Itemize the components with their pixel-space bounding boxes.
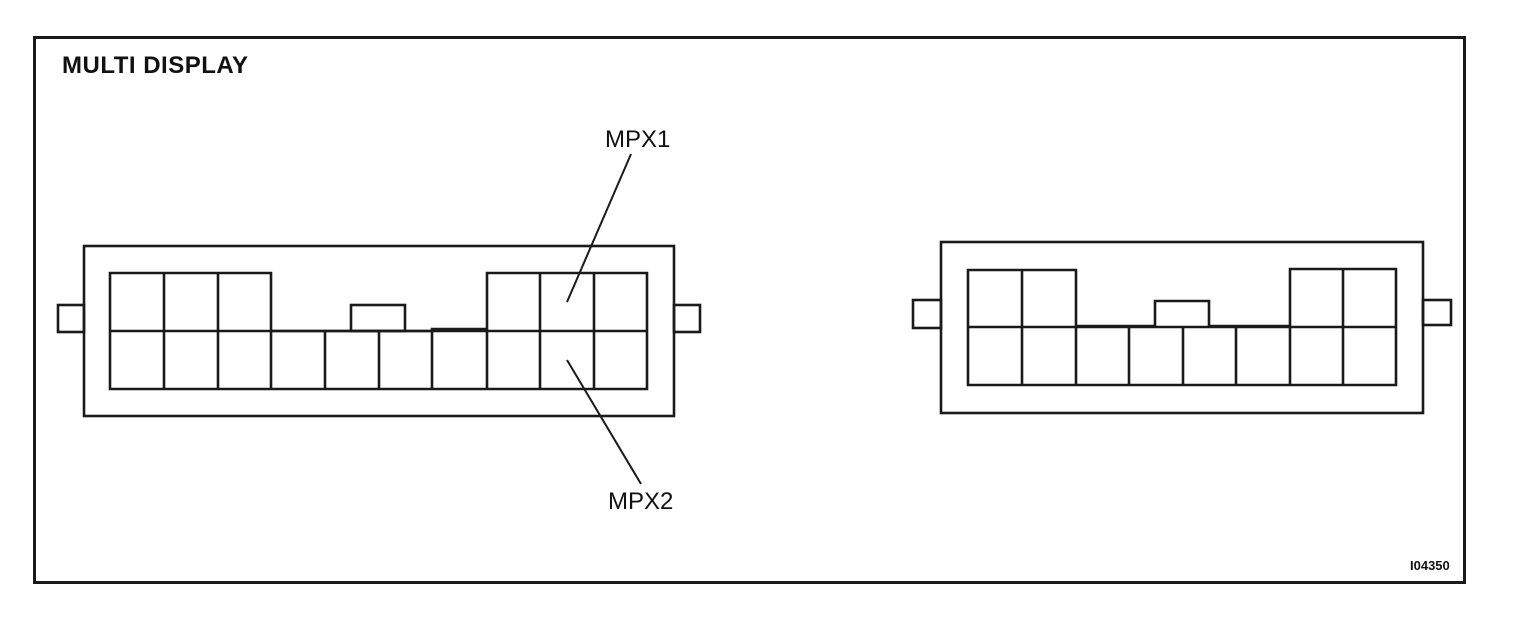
- right-connector-tab-right: [1421, 298, 1453, 327]
- left-connector-tab-left: [56, 303, 86, 334]
- figure-code: I04350: [1410, 558, 1450, 573]
- left-connector-cavity-outline: [108, 271, 649, 391]
- callout-mpx2: MPX2: [608, 488, 674, 515]
- left-connector: [56, 244, 702, 418]
- right-connector-tab-left: [911, 298, 943, 330]
- mpx1-leader-line: [566, 153, 632, 303]
- left-connector-tab-right: [672, 303, 702, 334]
- callout-mpx1: MPX1: [605, 126, 671, 153]
- mpx2-leader-line: [566, 359, 642, 485]
- left-connector-latch: [349, 303, 407, 333]
- diagram-title: MULTI DISPLAY: [62, 52, 249, 79]
- right-connector: [911, 240, 1453, 415]
- diagram-frame: [33, 36, 1466, 584]
